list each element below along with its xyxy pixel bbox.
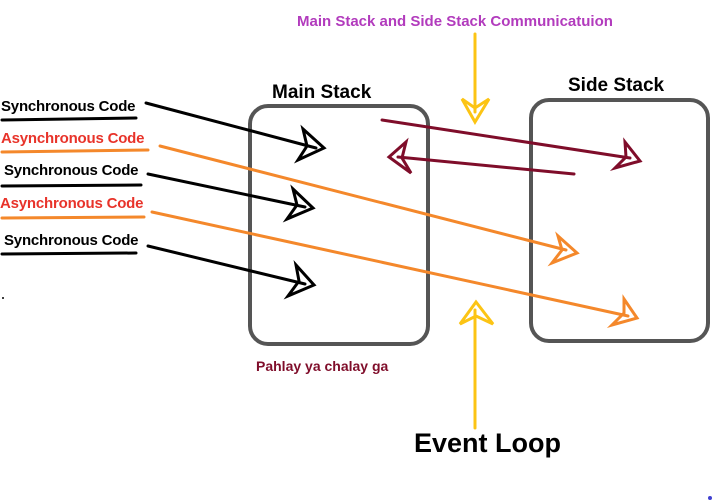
- code-label-async-1: Asynchronous Code: [1, 130, 145, 147]
- event-loop-label: Event Loop: [414, 428, 561, 458]
- code-label-async-2: Asynchronous Code: [0, 195, 144, 212]
- event-loop-arrows: [458, 32, 495, 430]
- sync-arrow-3-head: [283, 260, 317, 300]
- underline-sync-2: [0, 183, 143, 188]
- underline-async-1: [0, 148, 150, 154]
- async-arrow-2-line: [150, 210, 630, 318]
- sync-arrow-2-line: [146, 172, 307, 209]
- async-arrow-1-line: [158, 144, 568, 252]
- sync-arrow-1-head: [293, 124, 327, 164]
- code-label-sync-3: Synchronous Code: [4, 232, 139, 249]
- comm-arrow-right-head: [609, 137, 643, 171]
- side-stack-title: Side Stack: [568, 75, 665, 96]
- sync-arrow-2-head: [282, 184, 316, 223]
- main-stack-box: [248, 104, 430, 346]
- stray-dot-left: [2, 297, 4, 299]
- diagram-title: Main Stack and Side Stack Communicatuion: [297, 13, 613, 30]
- async-arrow-1-head: [547, 231, 580, 267]
- event-loop-up-arrow-head: [458, 299, 495, 326]
- comm-arrow-left-line: [396, 155, 576, 176]
- underline-async-2: [0, 215, 146, 220]
- communication-arrows: [380, 118, 643, 176]
- underline-sync-1: [0, 116, 138, 122]
- sync-arrows: [144, 101, 327, 300]
- main-stack-title: Main Stack: [272, 82, 372, 103]
- code-label-sync-2: Synchronous Code: [4, 162, 139, 179]
- sync-arrow-3-line: [146, 244, 307, 286]
- stray-dot: [708, 496, 712, 500]
- async-arrow-2-head: [606, 294, 640, 328]
- sync-arrow-1-line: [144, 101, 318, 150]
- comm-arrow-right-line: [380, 118, 632, 160]
- title-down-arrow-head: [460, 97, 491, 125]
- code-label-sync-1: Synchronous Code: [1, 98, 136, 115]
- code-underlines: [0, 116, 150, 256]
- async-arrows: [150, 144, 640, 328]
- comm-arrow-left-head: [386, 137, 413, 175]
- main-stack-caption: Pahlay ya chalay ga: [256, 358, 389, 374]
- side-stack-box: [529, 98, 710, 343]
- underline-sync-3: [0, 251, 138, 256]
